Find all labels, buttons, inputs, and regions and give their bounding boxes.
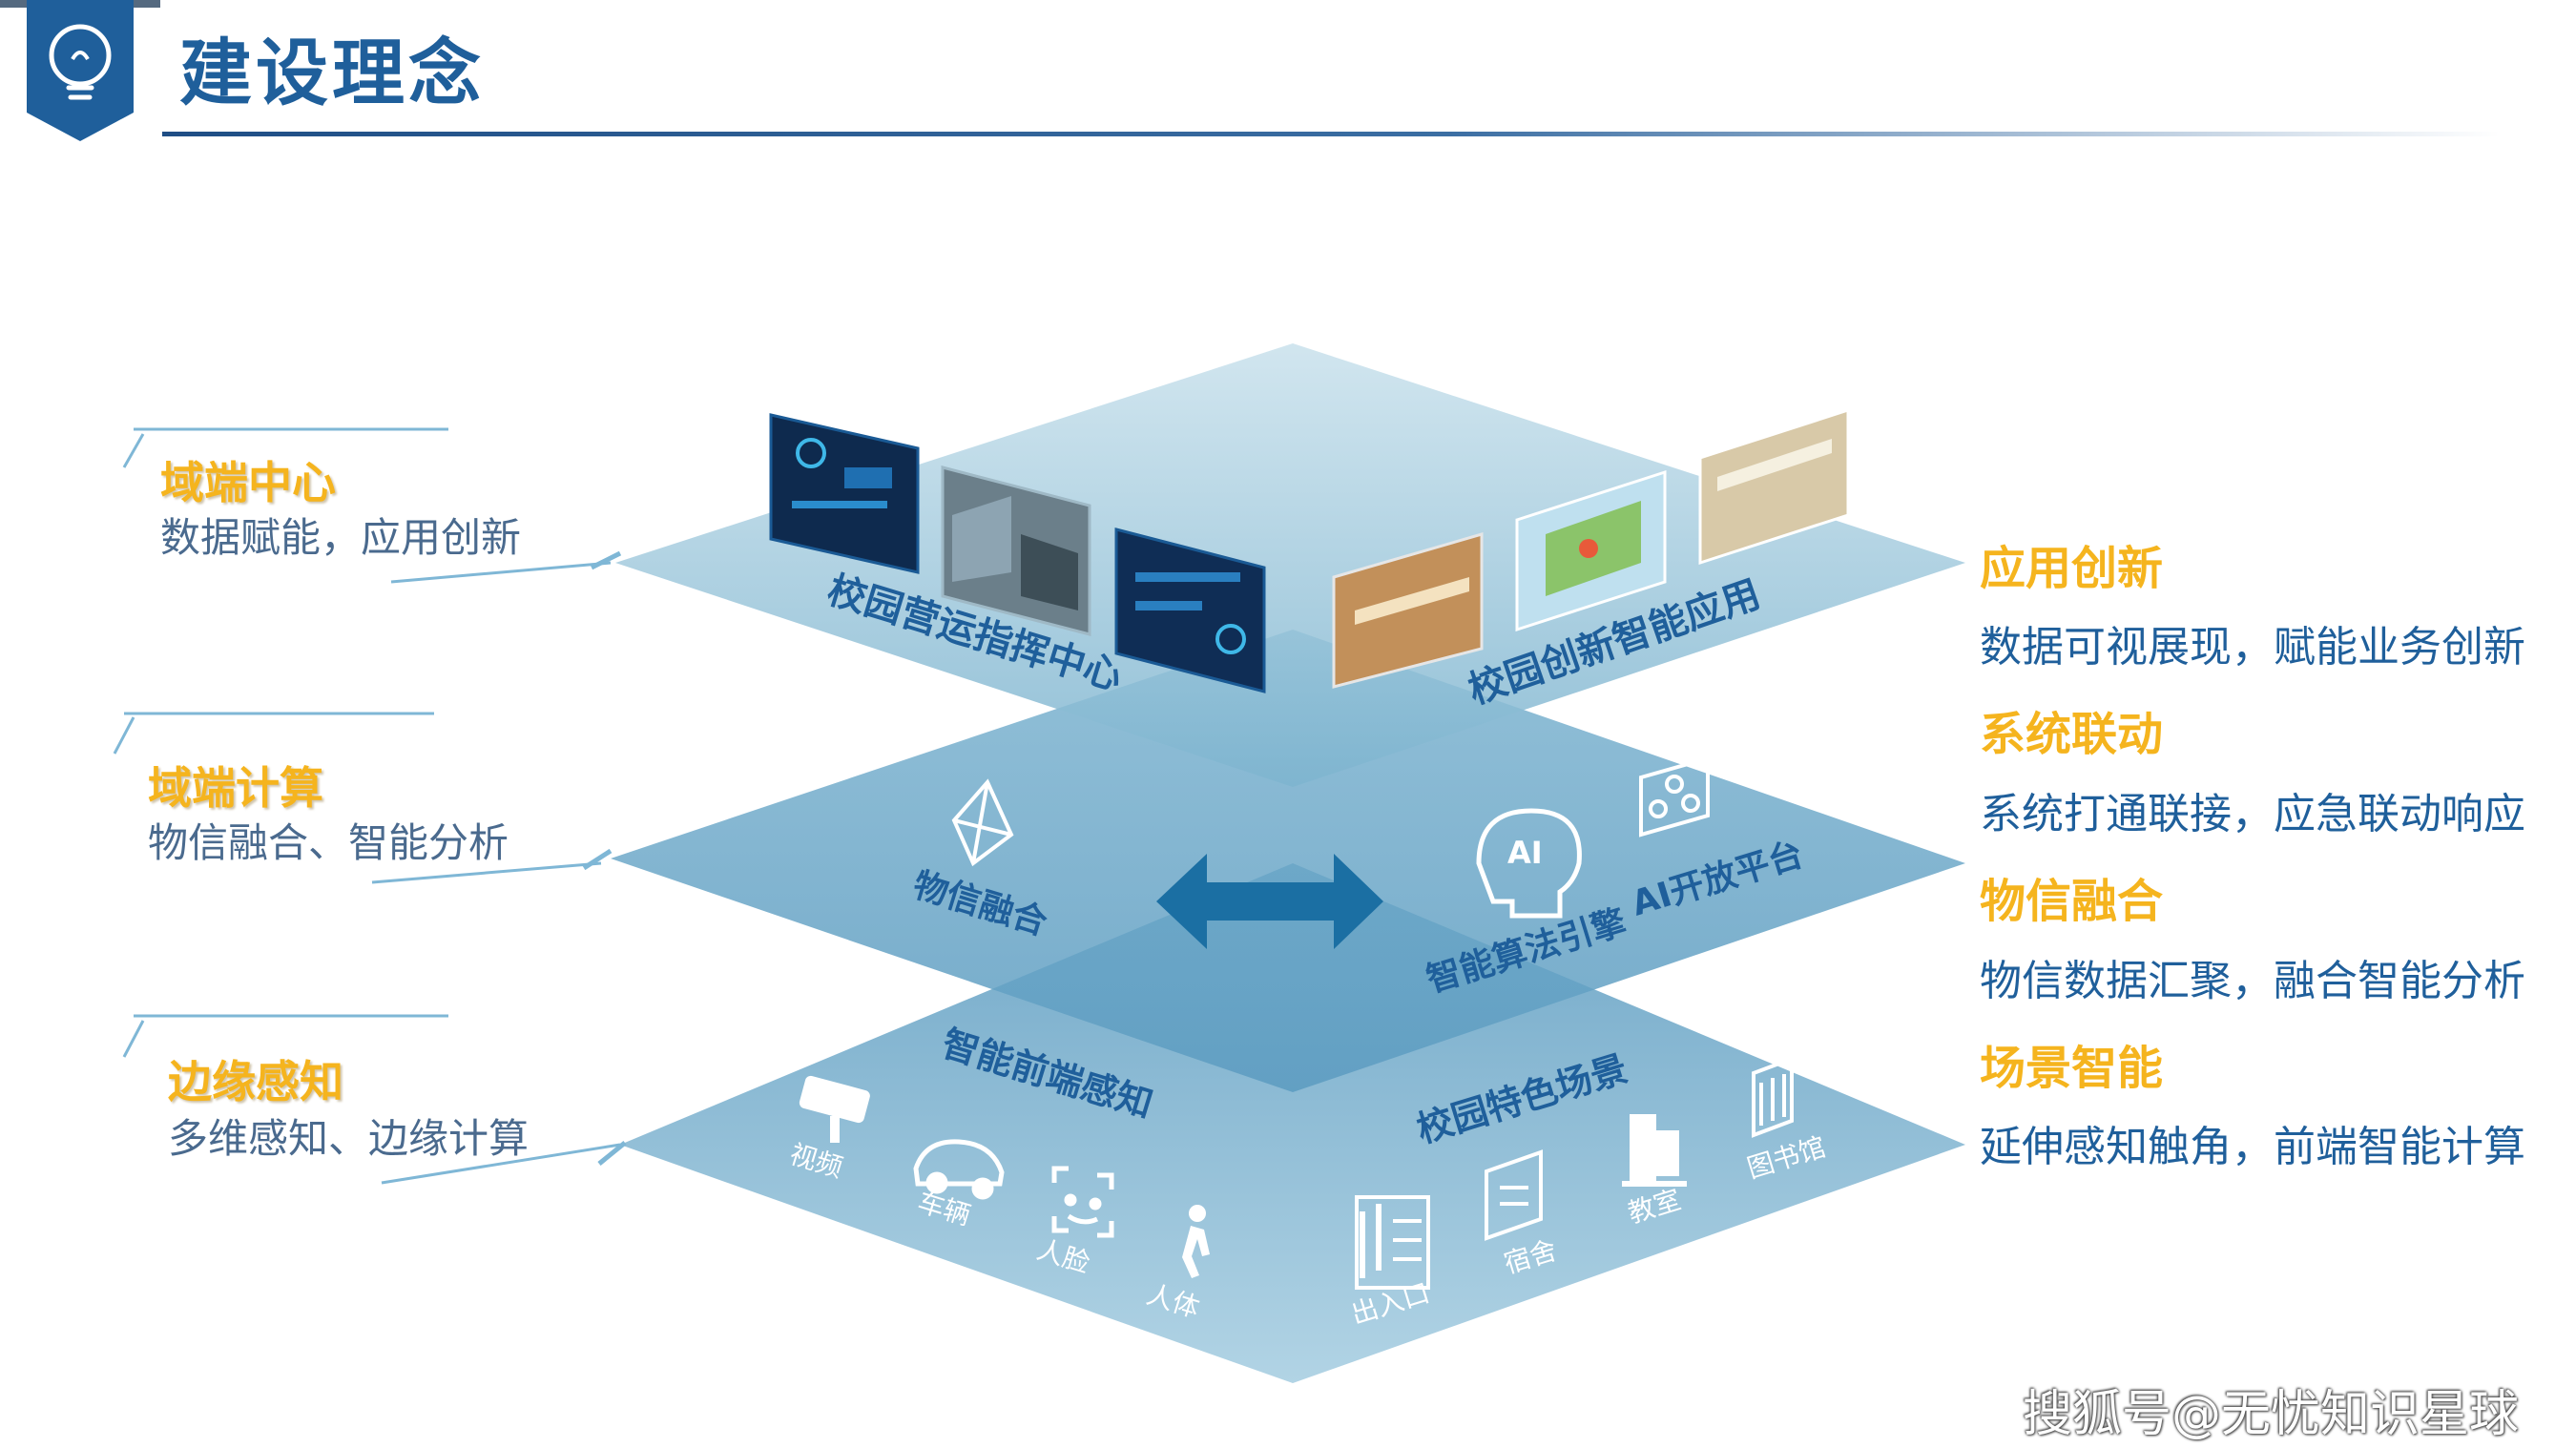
right-label-title-4: 场景智能 [1980, 1042, 2164, 1095]
face-icon [1051, 1166, 1114, 1238]
left-pointer-lines [113, 427, 627, 1185]
left-label-title-3: 边缘感知 [168, 1056, 343, 1107]
right-label-title-1: 应用创新 [1980, 542, 2164, 595]
left-label-subtitle-3: 多维感知、边缘计算 [168, 1115, 530, 1162]
svg-text:AI: AI [1507, 835, 1543, 871]
top-layer [615, 343, 1965, 787]
left-label-subtitle-1: 数据赋能，应用创新 [160, 514, 522, 561]
page-title: 建设理念 [179, 31, 485, 115]
lightbulb-icon [27, 0, 134, 141]
right-label-subtitle-4: 延伸感知触角，前端智能计算 [1980, 1123, 2525, 1171]
double-arrow-icon [1156, 854, 1383, 949]
dorm-icon [1485, 1149, 1543, 1241]
header-divider [162, 132, 2500, 136]
camera-icon [799, 1075, 870, 1143]
classroom-photo-screen [1698, 407, 1850, 566]
campus-photo-screen [941, 465, 1091, 636]
left-label-title-2: 域端计算 [148, 762, 323, 814]
left-label-title-1: 域端中心 [160, 457, 336, 508]
middle-layer [611, 630, 1965, 1092]
bottom-layer [620, 863, 1965, 1383]
right-label-title-2: 系统联动 [1980, 708, 2164, 761]
right-label-subtitle-1: 数据可视展现，赋能业务创新 [1980, 623, 2525, 672]
library-icon [1752, 1056, 1794, 1138]
ai-head-icon: AI [1476, 808, 1582, 919]
right-label-title-3: 物信融合 [1980, 875, 2164, 928]
campus-map-screen [1515, 469, 1667, 632]
dashboard-screen-2 [1114, 527, 1266, 693]
ai-platform-icon [1639, 755, 1710, 838]
iot-network-icon [951, 778, 1014, 867]
right-label-subtitle-2: 系统打通联接，应急联动响应 [1980, 790, 2525, 838]
watermark: 搜狐号@无忧知识星球 [2023, 1386, 2520, 1443]
library-photo-screen [1332, 532, 1484, 689]
left-label-subtitle-2: 物信融合、智能分析 [148, 819, 509, 866]
dashboard-screen-1 [769, 413, 920, 574]
car-icon [913, 1139, 1005, 1200]
right-label-subtitle-3: 物信数据汇聚，融合智能分析 [1980, 957, 2525, 1005]
gate-icon [1355, 1195, 1430, 1290]
pedestrian-icon [1182, 1205, 1210, 1278]
classroom-building-icon [1622, 1114, 1687, 1187]
